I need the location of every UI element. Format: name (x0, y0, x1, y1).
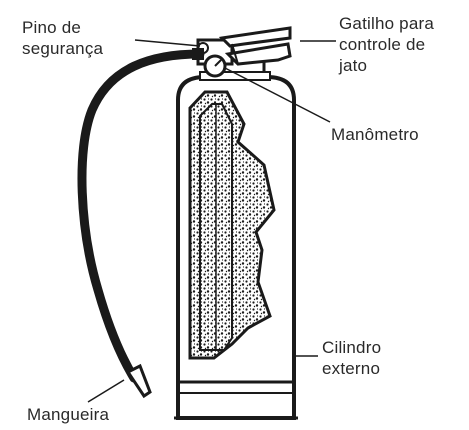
label-hose-text: Mangueira (27, 405, 109, 424)
label-pressure-gauge: Manômetro (331, 124, 419, 145)
label-pressure-gauge-text: Manômetro (331, 125, 419, 144)
label-trigger-line2: controle de (339, 34, 434, 55)
label-outer-cylinder-line1: Cilindro (322, 337, 381, 358)
leader-mangueira (88, 380, 124, 402)
trigger-upper (222, 28, 290, 46)
hose-connector (192, 48, 204, 60)
label-hose: Mangueira (27, 404, 109, 425)
label-trigger-line1: Gatilho para (339, 13, 434, 34)
label-safety-pin-line2: segurança (22, 38, 103, 59)
label-trigger: Gatilho para controle de jato (339, 13, 434, 76)
label-outer-cylinder: Cilindro externo (322, 337, 381, 379)
label-trigger-line3: jato (339, 55, 434, 76)
label-safety-pin: Pino de segurança (22, 17, 103, 59)
leader-pino (135, 40, 200, 46)
label-outer-cylinder-line2: externo (322, 358, 381, 379)
label-safety-pin-line1: Pino de (22, 17, 103, 38)
